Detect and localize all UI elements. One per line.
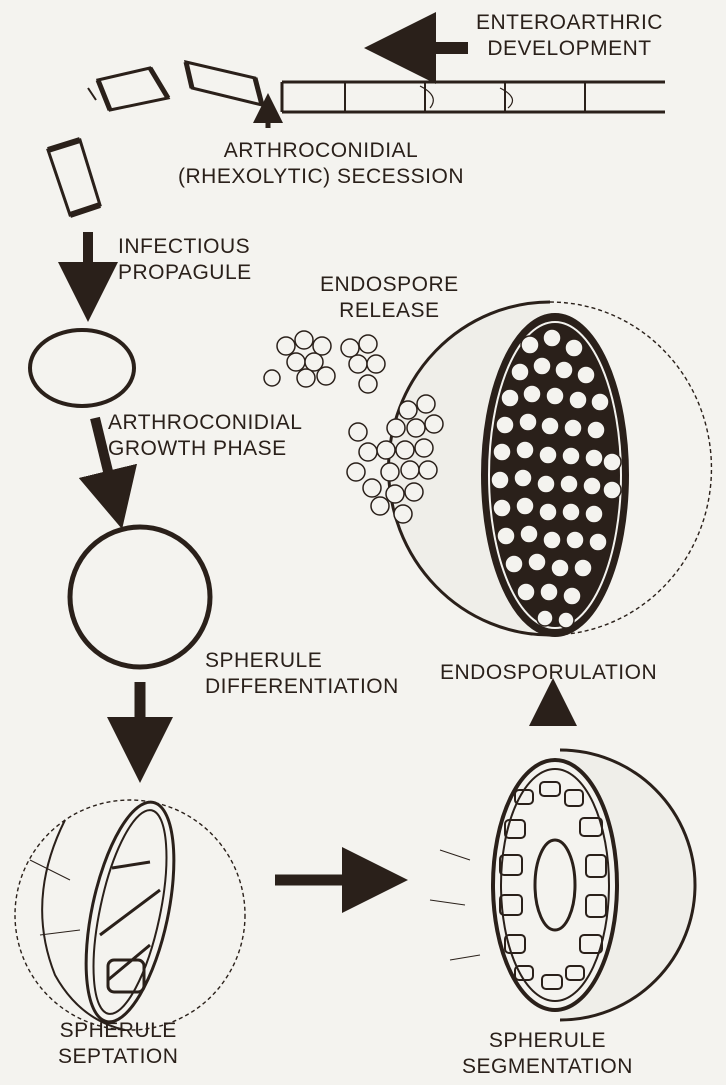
label-line: ARTHROCONIDIAL xyxy=(178,138,464,164)
label-line: GROWTH PHASE xyxy=(108,436,302,462)
septating-spherule xyxy=(15,795,245,1030)
label-spherule-segmentation: SPHERULE SEGMENTATION xyxy=(462,1028,633,1080)
young-spherule xyxy=(70,527,210,667)
hypha-chain xyxy=(88,62,665,112)
label-line: (RHEXOLYTIC) SECESSION xyxy=(178,164,464,190)
label-line: ARTHROCONIDIAL xyxy=(108,410,302,436)
label-line: ENTEROARTHRIC xyxy=(476,10,663,36)
mature-spherule xyxy=(264,302,711,635)
label-arthroconidial-growth-phase: ARTHROCONIDIAL GROWTH PHASE xyxy=(108,410,302,462)
label-line: DEVELOPMENT xyxy=(476,36,663,62)
label-line: PROPAGULE xyxy=(118,260,252,286)
growing-arthroconidium xyxy=(30,330,134,406)
label-line: DIFFERENTIATION xyxy=(205,674,399,700)
label-line: SEGMENTATION xyxy=(462,1054,633,1080)
label-spherule-septation: SPHERULE SEPTATION xyxy=(58,1018,178,1070)
label-line: RELEASE xyxy=(320,298,459,324)
label-endosporulation: ENDOSPORULATION xyxy=(440,660,657,686)
segmenting-spherule xyxy=(430,750,695,1020)
arthroconidium-1 xyxy=(88,68,168,110)
label-endospore-release: ENDOSPORE RELEASE xyxy=(320,272,459,324)
infectious-propagule xyxy=(48,140,100,215)
label-arthroconidial-secession: ARTHROCONIDIAL (RHEXOLYTIC) SECESSION xyxy=(178,138,464,190)
label-line: ENDOSPORULATION xyxy=(440,660,657,686)
label-line: SPHERULE xyxy=(205,648,399,674)
label-line: INFECTIOUS xyxy=(118,234,252,260)
label-infectious-propagule: INFECTIOUS PROPAGULE xyxy=(118,234,252,286)
label-line: SEPTATION xyxy=(58,1044,178,1070)
label-line: SPHERULE xyxy=(462,1028,633,1054)
label-spherule-differentiation: SPHERULE DIFFERENTIATION xyxy=(205,648,399,700)
arthroconidium-2 xyxy=(186,62,262,105)
label-line: ENDOSPORE xyxy=(320,272,459,298)
label-enteroarthric-development: ENTEROARTHRIC DEVELOPMENT xyxy=(476,10,663,62)
label-line: SPHERULE xyxy=(58,1018,178,1044)
